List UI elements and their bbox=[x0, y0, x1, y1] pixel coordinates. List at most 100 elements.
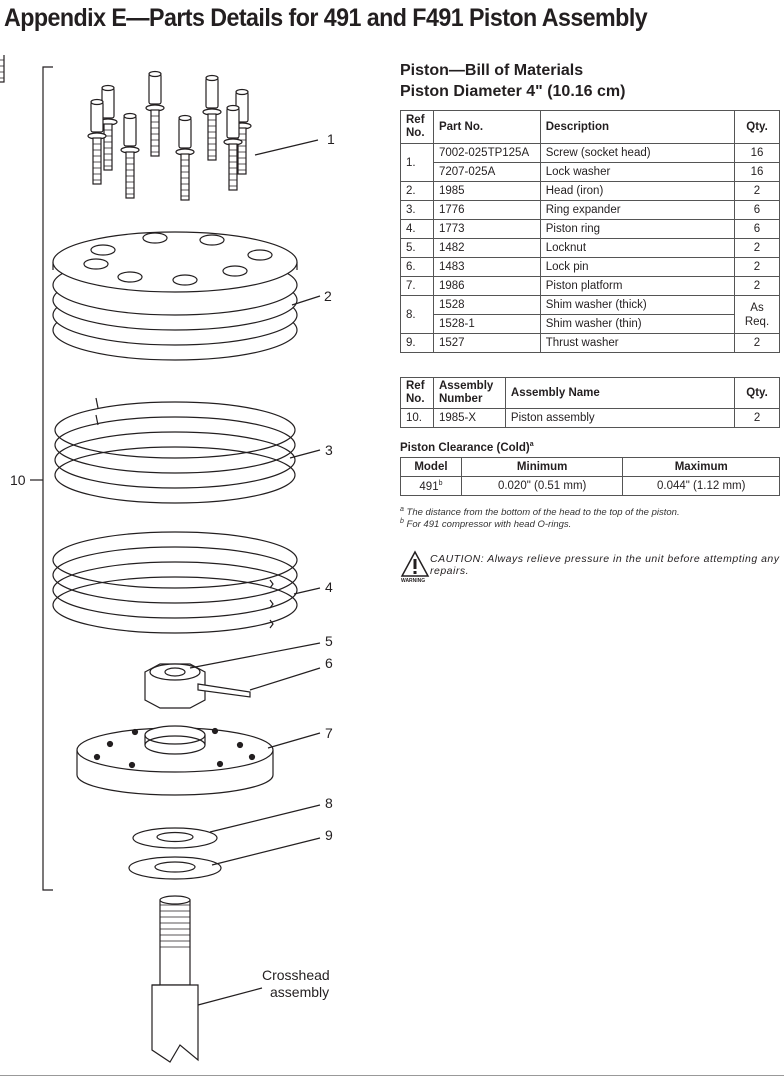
number-cell: 1985-X bbox=[432, 408, 506, 428]
callout-7: 7 bbox=[325, 725, 333, 741]
crosshead-assembly bbox=[151, 895, 199, 1063]
callout-2: 2 bbox=[324, 288, 332, 304]
part-cell: 7002-025TP125A bbox=[432, 143, 541, 163]
socket-head-screws bbox=[0, 55, 252, 201]
callout-5: 5 bbox=[325, 633, 333, 649]
piston-platform bbox=[76, 725, 274, 796]
part-cell: 1773 bbox=[432, 219, 541, 239]
desc-cell: Piston ring bbox=[539, 219, 736, 239]
desc-cell: Shim washer (thin) bbox=[539, 314, 736, 334]
minimum-cell: 0.020" (0.51 mm) bbox=[460, 476, 624, 496]
lock-pin bbox=[197, 683, 251, 698]
ref-cell: 3. bbox=[400, 200, 434, 220]
crosshead-label-2: assembly bbox=[270, 984, 329, 1000]
footnote-mark: b bbox=[438, 479, 443, 487]
part-cell: 1528-1 bbox=[432, 314, 541, 334]
qty-cell: 6 bbox=[734, 200, 780, 220]
name-cell: Piston assembly bbox=[504, 408, 736, 428]
part-cell: 1528 bbox=[432, 295, 541, 315]
warning-triangle-icon bbox=[400, 550, 430, 577]
qty-cell: 16 bbox=[734, 143, 780, 163]
col-model: Model bbox=[400, 457, 462, 477]
part-cell: 1482 bbox=[432, 238, 541, 258]
footnote-text: For 491 compressor with head O-rings. bbox=[406, 519, 572, 531]
part-cell: 1527 bbox=[432, 333, 541, 353]
leader-3 bbox=[289, 449, 321, 459]
qty-cell: 2 bbox=[734, 257, 780, 277]
assembly-bracket bbox=[30, 66, 53, 891]
part-cell: 1986 bbox=[432, 276, 541, 296]
ref-cell: 5. bbox=[400, 238, 434, 258]
table-row: 491b 0.020" (0.51 mm) 0.044" (1.12 mm) bbox=[400, 476, 780, 496]
footnote-a: a The distance from the bottom of the he… bbox=[400, 506, 680, 518]
footnote-b: b For 491 compressor with head O-rings. bbox=[400, 518, 571, 530]
model-value: 491 bbox=[419, 480, 439, 493]
part-cell: 1985 bbox=[432, 181, 541, 201]
leader-9 bbox=[211, 837, 321, 866]
qty-cell: 2 bbox=[734, 408, 780, 428]
shim-washer bbox=[132, 827, 218, 849]
desc-cell: Lock washer bbox=[539, 162, 736, 182]
bom-subheading: Piston Diameter 4" (10.16 cm) bbox=[400, 83, 626, 100]
desc-cell: Lock pin bbox=[539, 257, 736, 277]
desc-cell: Shim washer (thick) bbox=[539, 295, 736, 315]
qty-cell: As Req. bbox=[734, 295, 780, 334]
desc-cell: Screw (socket head) bbox=[539, 143, 736, 163]
qty-cell: 2 bbox=[734, 181, 780, 201]
maximum-cell: 0.044" (1.12 mm) bbox=[622, 476, 780, 496]
qty-cell: 2 bbox=[734, 276, 780, 296]
desc-cell: Locknut bbox=[539, 238, 736, 258]
callout-1: 1 bbox=[327, 131, 335, 147]
piston-rings bbox=[52, 531, 298, 634]
leader-2 bbox=[291, 295, 321, 306]
col-part: Part No. bbox=[432, 110, 541, 144]
assembly-table: Ref No. Assembly Number Assembly Name Qt… bbox=[400, 377, 780, 428]
crosshead-label-1: Crosshead bbox=[262, 967, 330, 983]
desc-cell: Head (iron) bbox=[539, 181, 736, 201]
part-cell: 7207-025A bbox=[432, 162, 541, 182]
part-cell: 1776 bbox=[432, 200, 541, 220]
col-ref: Ref No. bbox=[400, 377, 434, 409]
part-cell: 1483 bbox=[432, 257, 541, 277]
ref-cell: 1. bbox=[400, 143, 434, 182]
callout-8: 8 bbox=[325, 795, 333, 811]
leader-5 bbox=[189, 642, 321, 669]
leader-8 bbox=[209, 804, 321, 833]
callout-6: 6 bbox=[325, 655, 333, 671]
col-minimum: Minimum bbox=[460, 457, 624, 477]
locknut bbox=[144, 663, 206, 709]
col-qty: Qty. bbox=[734, 377, 780, 409]
desc-cell: Ring expander bbox=[539, 200, 736, 220]
leader-4 bbox=[293, 587, 321, 595]
clearance-title: Piston Clearance (Cold)a bbox=[400, 441, 534, 454]
piston-exploded-diagram: 10 1 2 bbox=[0, 55, 335, 1063]
ref-cell: 9. bbox=[400, 333, 434, 353]
col-assembly-number: Assembly Number bbox=[432, 377, 506, 409]
ref-cell: 10. bbox=[400, 408, 434, 428]
ref-cell: 4. bbox=[400, 219, 434, 239]
qty-cell: 16 bbox=[734, 162, 780, 182]
footnote-mark: a bbox=[400, 506, 404, 513]
model-cell: 491b bbox=[400, 476, 462, 496]
leader-crosshead bbox=[197, 987, 263, 1006]
piston-head bbox=[52, 231, 298, 361]
col-maximum: Maximum bbox=[622, 457, 780, 477]
warning-label: WARNING bbox=[401, 578, 426, 584]
bom-table: Ref No. Part No. Description Qty. 1.7002… bbox=[400, 110, 780, 353]
footnote-mark: a bbox=[529, 441, 534, 448]
ref-cell: 7. bbox=[400, 276, 434, 296]
col-ref: Ref No. bbox=[400, 110, 434, 144]
footnote-text: The distance from the bottom of the head… bbox=[406, 507, 680, 519]
clearance-table: Model Minimum Maximum 491b 0.020" (0.51 … bbox=[400, 457, 780, 496]
col-qty: Qty. bbox=[734, 110, 780, 144]
thrust-washer bbox=[128, 856, 222, 880]
leader-1 bbox=[254, 139, 319, 156]
